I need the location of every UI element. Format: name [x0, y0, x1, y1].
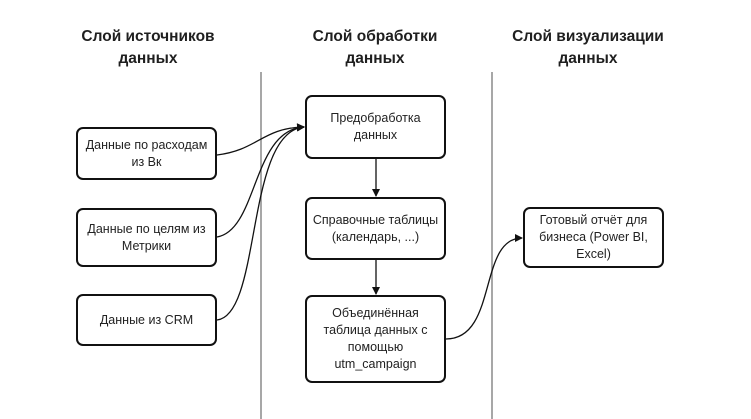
- node-reference-tables: Справочные таблицы (календарь, ...): [305, 197, 446, 260]
- connector-metrika-to-preprocessing: [216, 123, 305, 238]
- layer-title-processing: Слой обработки данных: [312, 28, 438, 67]
- node-source-vk: Данные по расходам из Вк: [76, 127, 217, 180]
- node-source-crm: Данные из CRM: [76, 294, 217, 346]
- connector-merged-to-report: [445, 234, 523, 340]
- node-final-report: Готовый отчёт для бизнеса (Power BI, Exc…: [523, 207, 664, 268]
- node-merged-table: Объединённая таблица данных с помощью ut…: [305, 295, 446, 383]
- layer-title-visualization: Слой визуализации данных: [512, 28, 664, 67]
- connector-vk-to-preprocessing: [216, 123, 305, 156]
- layer-title-sources: Слой источников данных: [81, 28, 215, 67]
- connector-crm-to-preprocessing: [216, 123, 305, 321]
- node-preprocessing: Предобработка данных: [305, 95, 446, 159]
- node-source-metrika: Данные по целям из Метрики: [76, 208, 217, 267]
